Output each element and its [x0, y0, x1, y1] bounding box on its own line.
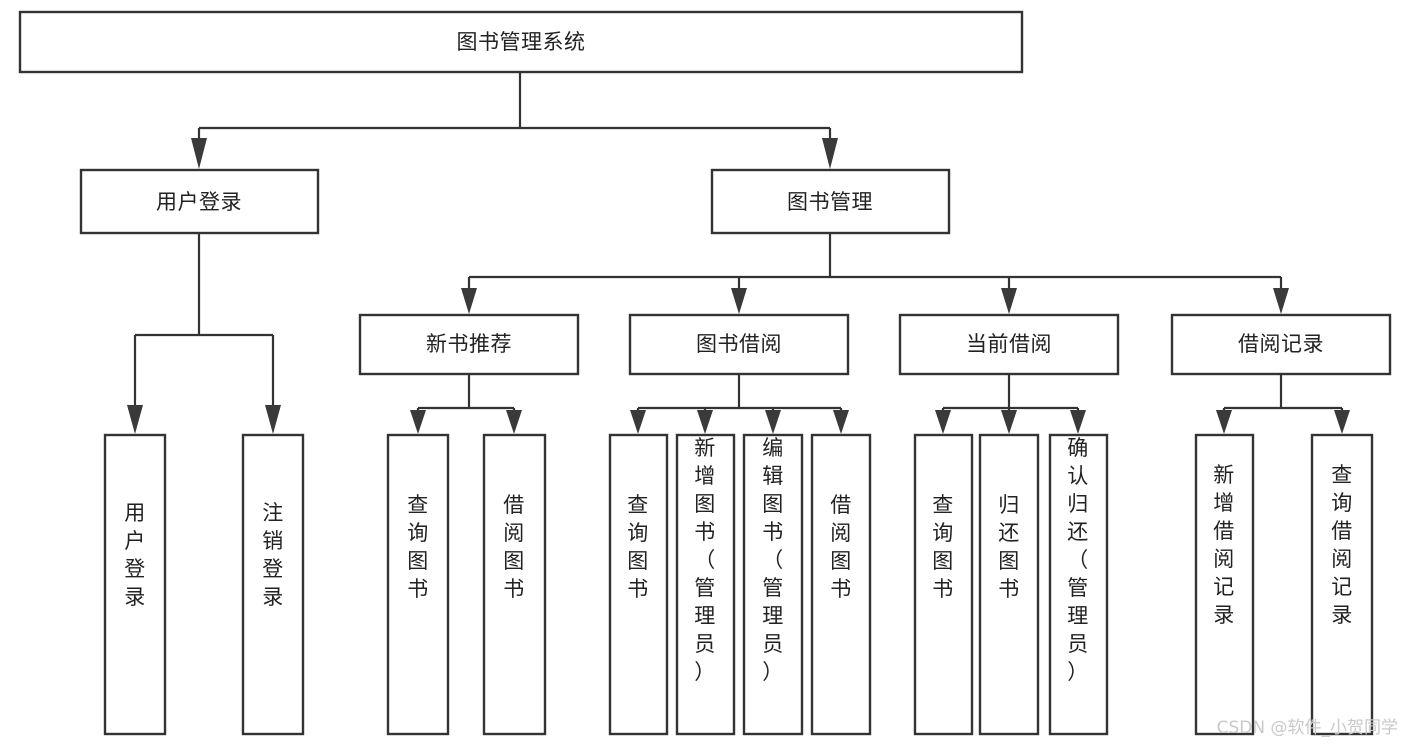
node-box-new-book-recommend[interactable] — [358, 313, 580, 376]
leaf-label-br-2: 查询借阅记录 — [1331, 463, 1353, 627]
leaf-label-user-login-1: 用户登录 — [124, 501, 146, 609]
leaf-box-cb-1[interactable] — [913, 433, 974, 736]
leaf-node[interactable]: 确认归还（管理员） — [1048, 433, 1109, 736]
leaf-box-bb-3[interactable] — [742, 433, 804, 736]
node-label-root: 图书管理系统 — [457, 30, 586, 54]
arrow-head-cb-leaf-1 — [935, 410, 951, 434]
node-label-new-book-recommend: 新书推荐 — [426, 332, 512, 356]
arrow-head-book-borrow — [731, 288, 747, 314]
leaf-label-user-login-2: 注销登录 — [262, 501, 284, 609]
connectors-book-borrow-to-leaves — [630, 374, 849, 434]
node-label-borrow-records: 借阅记录 — [1238, 332, 1324, 356]
leaf-label-br-1: 新增借阅记录 — [1213, 463, 1235, 627]
arrow-head-current-borrow — [1001, 288, 1017, 314]
leaf-label-nbr-2: 借阅图书 — [503, 493, 525, 601]
arrow-head-leaf-user-login — [127, 405, 143, 434]
leaf-node[interactable]: 借阅图书 — [810, 433, 872, 736]
leaf-box-nbr-2[interactable] — [482, 433, 547, 736]
connectors-current-borrow-to-leaves — [935, 374, 1086, 434]
leaf-label-bb-4: 借阅图书 — [830, 493, 852, 601]
arrow-head-new-book-recommend — [461, 288, 477, 314]
connectors-book-mgmt-to-level3 — [461, 233, 1289, 314]
node-root-图书管理系统[interactable]: 图书管理系统 — [18, 10, 1024, 74]
leaf-box-cb-3[interactable] — [1048, 433, 1109, 736]
leaf-label-bb-3: 编辑图书（管理员） — [762, 436, 784, 684]
leaf-label-bb-1: 查询图书 — [627, 493, 649, 601]
node-box-current-borrow[interactable] — [898, 313, 1120, 376]
watermark-text: CSDN @软件_小贺同学 — [1217, 718, 1398, 738]
arrow-head-nbr-leaf-1 — [410, 410, 426, 434]
leaf-node[interactable]: 查询借阅记录 — [1310, 433, 1374, 736]
leaf-label-cb-1: 查询图书 — [932, 493, 954, 601]
node-box-borrow-records[interactable] — [1170, 313, 1392, 376]
connectors-borrow-records-to-leaves — [1216, 374, 1350, 434]
leaf-box-bb-4[interactable] — [810, 433, 872, 736]
node-label-user-login: 用户登录 — [156, 190, 242, 214]
node-book-borrow[interactable]: 图书借阅 — [628, 313, 850, 376]
node-box-book-borrow[interactable] — [628, 313, 850, 376]
arrow-head-bb-leaf-3 — [765, 410, 781, 434]
arrow-head-br-leaf-2 — [1334, 410, 1350, 434]
leaf-node[interactable]: 归还图书 — [978, 433, 1040, 736]
arrow-head-leaf-logout — [265, 405, 281, 434]
arrow-head-borrow-records — [1273, 288, 1289, 314]
leaf-node[interactable]: 查询图书 — [386, 433, 450, 736]
node-box-book-management[interactable] — [710, 168, 951, 235]
node-label-book-management: 图书管理 — [787, 190, 873, 214]
leaf-node[interactable]: 借阅图书 — [482, 433, 547, 736]
leaf-box-cb-2[interactable] — [978, 433, 1040, 736]
arrow-head-book-mgmt — [822, 138, 838, 169]
node-current-borrow[interactable]: 当前借阅 — [898, 313, 1120, 376]
leaf-label-cb-2: 归还图书 — [998, 493, 1020, 601]
leaf-box-br-1[interactable] — [1194, 433, 1255, 736]
arrow-head-bb-leaf-1 — [630, 410, 646, 434]
leaf-box-bb-1[interactable] — [608, 433, 669, 736]
arrow-head-nbr-leaf-2 — [506, 410, 522, 434]
node-borrow-records[interactable]: 借阅记录 — [1170, 313, 1392, 376]
arrow-head-bb-leaf-2 — [697, 410, 713, 434]
arrow-head-user-login — [191, 138, 207, 169]
leaf-node[interactable]: 新增图书（管理员） — [675, 433, 736, 736]
arrow-head-cb-leaf-2 — [1001, 410, 1017, 434]
leaf-node[interactable]: 注销登录 — [241, 433, 305, 736]
node-new-book-recommend[interactable]: 新书推荐 — [358, 313, 580, 376]
leaf-box-bb-2[interactable] — [675, 433, 736, 736]
node-book-management[interactable]: 图书管理 — [710, 168, 951, 235]
leaf-node[interactable]: 编辑图书（管理员） — [742, 433, 804, 736]
leaf-node[interactable]: 用户登录 — [103, 433, 167, 736]
leaf-box-br-2[interactable] — [1310, 433, 1374, 736]
node-user-login[interactable]: 用户登录 — [79, 168, 320, 235]
leaf-label-nbr-1: 查询图书 — [407, 493, 429, 601]
arrow-head-bb-leaf-4 — [833, 410, 849, 434]
leaf-box-nbr-1[interactable] — [386, 433, 450, 736]
node-label-current-borrow: 当前借阅 — [966, 332, 1052, 356]
leaf-label-cb-3: 确认归还（管理员） — [1067, 436, 1089, 684]
connectors-root-to-level2 — [191, 72, 838, 169]
leaf-node[interactable]: 新增借阅记录 — [1194, 433, 1255, 736]
leaf-node[interactable]: 查询图书 — [913, 433, 974, 736]
arrow-head-br-leaf-1 — [1216, 410, 1232, 434]
connectors-new-book-recommend-to-leaves — [410, 374, 522, 434]
node-box-root[interactable] — [18, 10, 1024, 74]
leaf-box-user-login-2[interactable] — [241, 433, 305, 736]
leaf-node[interactable]: 查询图书 — [608, 433, 669, 736]
node-box-user-login[interactable] — [79, 168, 320, 235]
leaf-label-bb-2: 新增图书（管理员） — [694, 436, 716, 684]
leaf-box-user-login-1[interactable] — [103, 433, 167, 736]
connectors-user-login-to-leaves — [127, 233, 281, 434]
node-label-book-borrow: 图书借阅 — [696, 332, 782, 356]
arrow-head-cb-leaf-3 — [1070, 410, 1086, 434]
